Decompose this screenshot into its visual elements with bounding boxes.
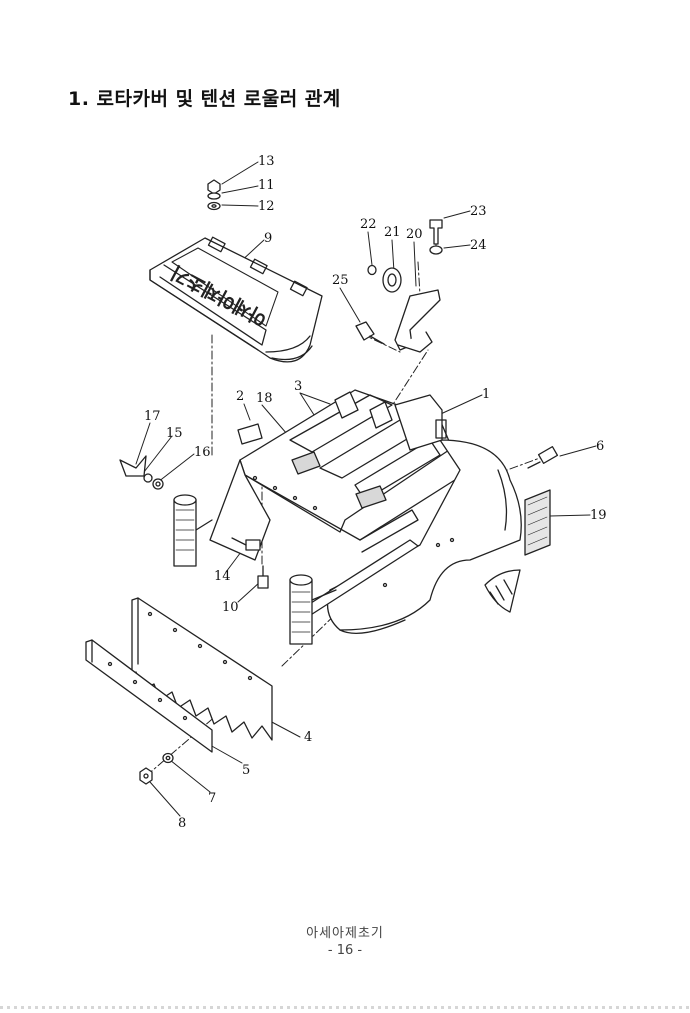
part-label-25: 25 xyxy=(332,273,349,288)
part-label-13: 13 xyxy=(258,154,275,169)
part-label-19: 19 xyxy=(590,508,607,523)
part-label-2: 2 xyxy=(236,389,245,404)
part-4-serrated-blade xyxy=(131,597,273,741)
part-label-9: 9 xyxy=(264,231,273,246)
part-19-reflector-plate xyxy=(524,489,551,556)
part-1-main-frame xyxy=(209,389,522,634)
part-label-5: 5 xyxy=(242,763,251,778)
part-label-7: 7 xyxy=(208,791,217,806)
part-5-flat-plate xyxy=(85,639,213,753)
part-9-top-cover xyxy=(149,236,323,363)
part-label-4: 4 xyxy=(304,730,313,745)
part-label-8: 8 xyxy=(178,816,187,831)
part-label-15: 15 xyxy=(166,426,183,441)
part-label-21: 21 xyxy=(384,225,401,240)
part-label-20: 20 xyxy=(406,227,423,242)
part-label-10: 10 xyxy=(222,600,239,615)
parts-7-8-washer-nut xyxy=(139,752,174,785)
part-label-14: 14 xyxy=(214,569,231,584)
part-label-12: 12 xyxy=(258,199,275,214)
part-label-11: 11 xyxy=(258,178,275,193)
part-label-18: 18 xyxy=(256,391,273,406)
parts-15-17-wing-nut xyxy=(119,455,164,490)
footer-book-title: 아세아제초기 xyxy=(306,926,384,941)
parts-11-13-fasteners xyxy=(207,179,221,211)
parts-20-25-tension-roller xyxy=(355,219,443,353)
part-label-23: 23 xyxy=(470,204,487,219)
scan-edge-artifact xyxy=(0,1006,690,1009)
parts-2-3-18-pads xyxy=(237,391,393,509)
part-label-6: 6 xyxy=(596,439,605,454)
part-label-22: 22 xyxy=(360,217,377,232)
part-label-17: 17 xyxy=(144,409,161,424)
rubber-rollers xyxy=(173,494,337,645)
part-6-bolt xyxy=(527,446,559,469)
footer-page-number: - 16 - xyxy=(327,943,363,958)
part-label-3: 3 xyxy=(294,379,303,394)
part-label-24: 24 xyxy=(470,238,487,253)
parts-10-14-bolts xyxy=(231,537,269,589)
part-label-1: 1 xyxy=(482,387,491,402)
section-title: 1. 로타카버 및 텐션 로울러 관계 xyxy=(68,88,341,110)
part-label-16: 16 xyxy=(194,445,211,460)
